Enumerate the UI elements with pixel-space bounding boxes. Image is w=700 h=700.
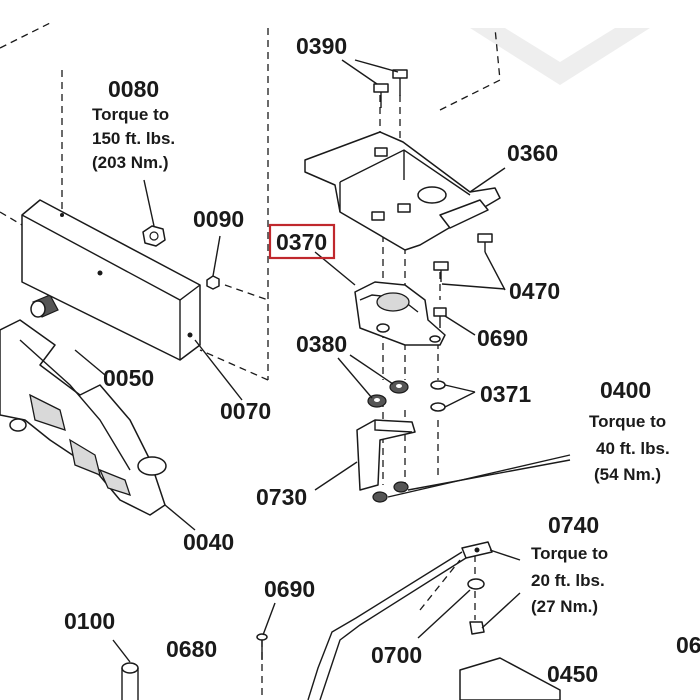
label-0680: 0680 [166,636,217,662]
part-0400-nuts [372,481,409,503]
part-0080-nut [142,225,166,247]
label-0390: 0390 [296,33,347,59]
label-0080: 0080 [108,76,159,102]
label-0730: 0730 [256,484,307,510]
torque-0080-line1: Torque to [92,105,169,124]
part-0371-washers [430,380,446,412]
part-number-labels: 0390 0080 0360 0090 0370 0470 0690 0380 … [64,33,700,687]
label-0360: 0360 [507,140,558,166]
torque-0080-line3: (203 Nm.) [92,153,169,172]
label-0450: 0450 [547,661,598,687]
part-0050-fitting [30,294,59,318]
label-0050: 0050 [103,365,154,391]
label-0100: 0100 [64,608,115,634]
torque-0740-line3: (27 Nm.) [531,597,598,616]
label-06-edge: 06 [676,632,700,658]
label-0090: 0090 [193,206,244,232]
part-0040-casting [0,319,167,516]
part-0380-nuts [367,380,409,408]
part-0360-bracket [304,131,501,251]
label-0070: 0070 [220,398,271,424]
assembly-guide-lines [0,21,501,700]
label-0040: 0040 [183,529,234,555]
label-0371: 0371 [480,381,531,407]
torque-0740-line2: 20 ft. lbs. [531,571,605,590]
part-0700-hardware [467,578,485,635]
torque-0400-line1: Torque to [589,412,666,431]
part-0370-pivot-plate [354,281,446,346]
torque-0400-line3: (54 Nm.) [594,465,661,484]
part-0690-bolt-upper [433,307,447,328]
label-0470: 0470 [509,278,560,304]
label-0700: 0700 [371,642,422,668]
part-0470-bolt [433,233,493,282]
label-0370: 0370 [276,229,327,255]
watermark-logo [470,28,650,85]
torque-note-0400: Torque to 40 ft. lbs. (54 Nm.) [589,412,670,484]
leader-lines [74,59,571,663]
part-0090-nut [206,275,220,290]
label-0740: 0740 [548,512,599,538]
part-0450-plate [459,657,561,700]
part-0070-counterweight [21,199,201,361]
label-0690-lower: 0690 [264,576,315,602]
part-0390-bolts [373,69,408,108]
torque-0400-line2: 40 ft. lbs. [596,439,670,458]
highlight-box-0370 [268,223,336,260]
part-0730-bracket [356,419,416,491]
torque-note-0740: Torque to 20 ft. lbs. (27 Nm.) [531,544,608,616]
label-0380: 0380 [296,331,347,357]
torque-note-0080: Torque to 150 ft. lbs. (203 Nm.) [92,105,175,172]
part-0100-fitting [121,662,139,700]
part-0690-bolt-lower [256,633,268,660]
part-0740-rod [307,541,493,700]
torque-0740-line1: Torque to [531,544,608,563]
label-0400: 0400 [600,377,651,403]
torque-0080-line2: 150 ft. lbs. [92,129,175,148]
label-0690-upper: 0690 [477,325,528,351]
